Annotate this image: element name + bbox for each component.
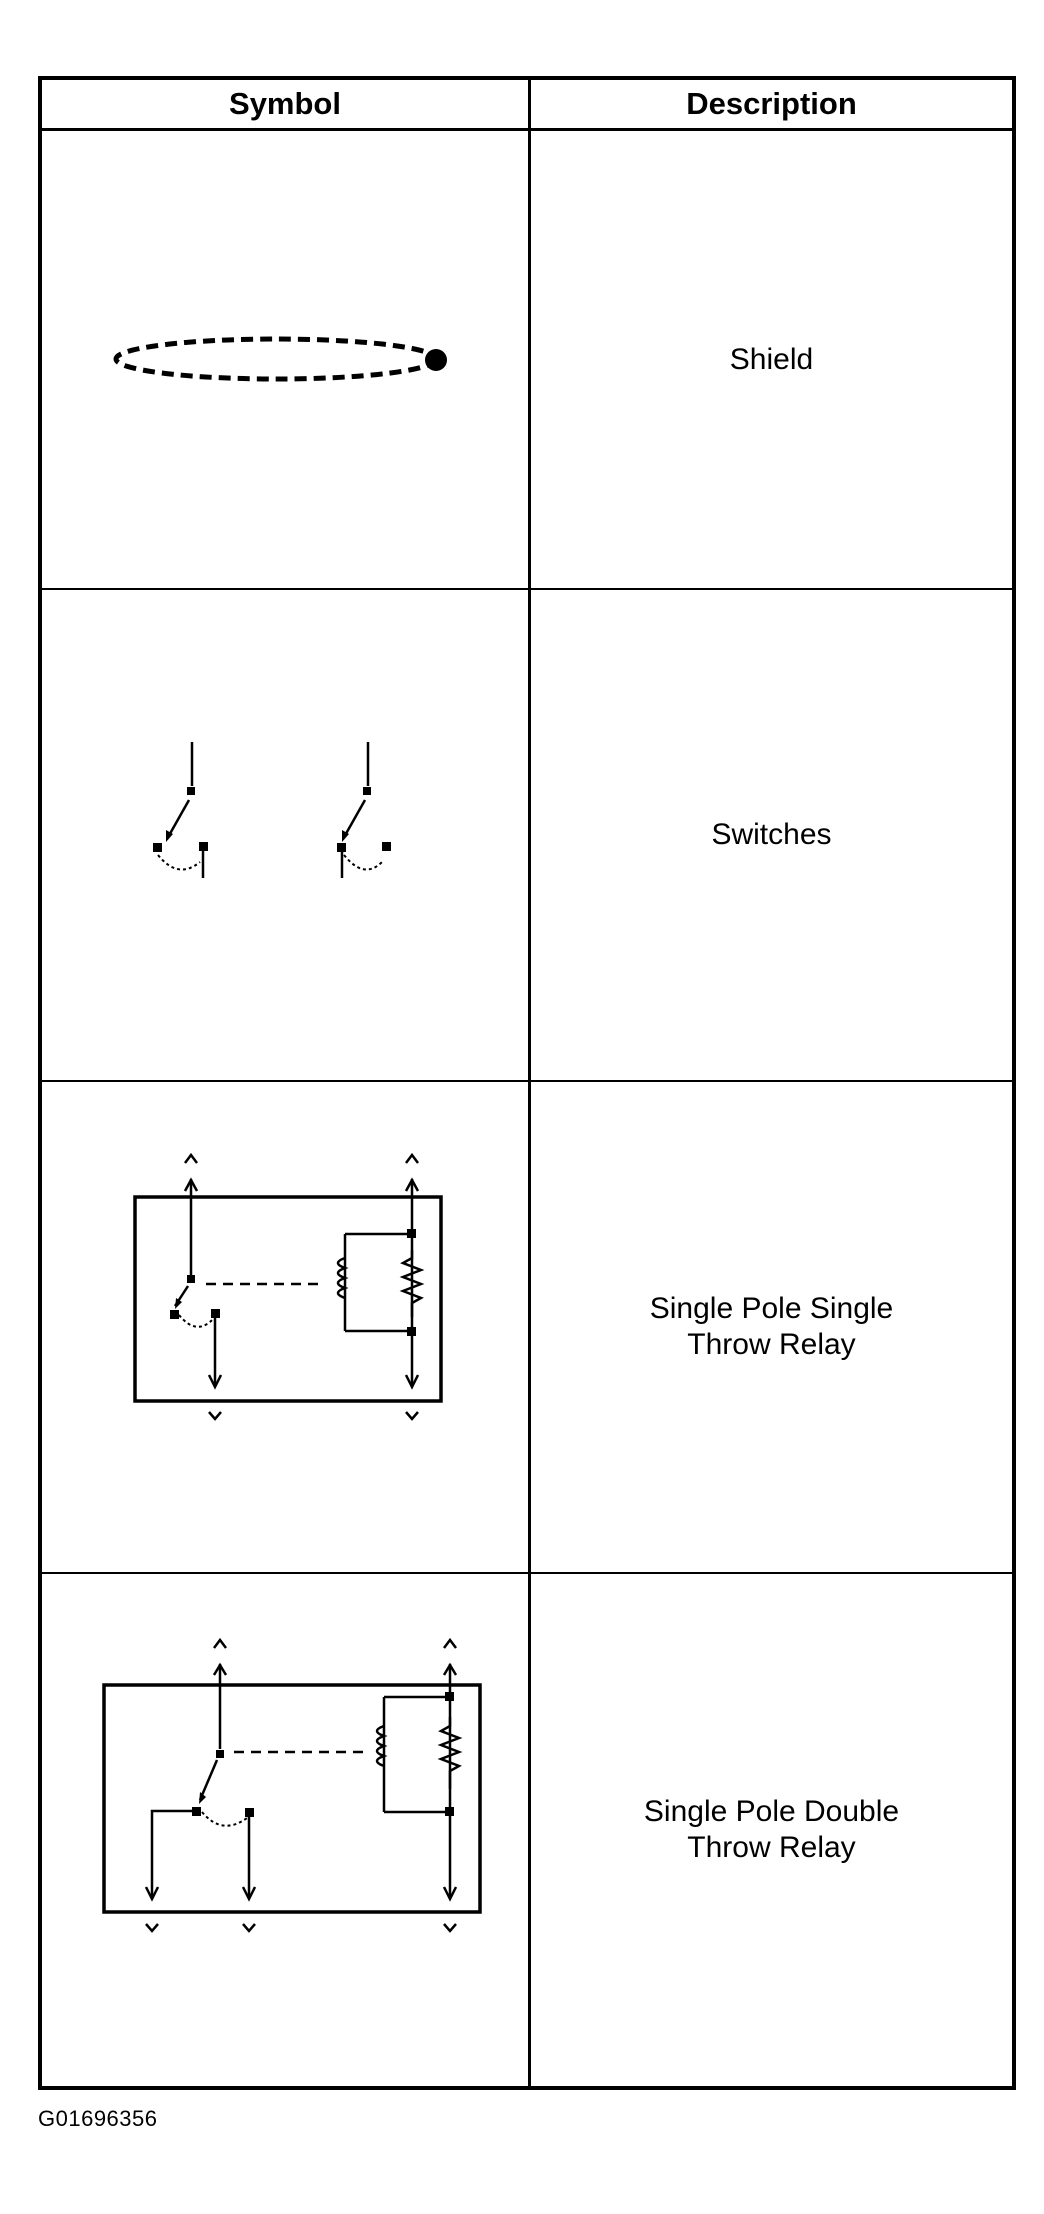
header-divider xyxy=(42,128,1012,131)
header-description: Description xyxy=(686,86,857,121)
table-row-shield-description: Shield xyxy=(531,131,1012,588)
figure-id: G01696356 xyxy=(38,2106,158,2131)
table-row-spdt-relay-symbol xyxy=(42,1574,528,2086)
spst-relay-icon xyxy=(133,1152,443,1421)
table-row-switches-symbol xyxy=(42,590,528,1080)
row-divider xyxy=(42,1572,1012,1574)
header-symbol: Symbol xyxy=(229,86,341,121)
spdt-relay-icon xyxy=(102,1637,482,1933)
description-text: Single Pole Double xyxy=(643,1795,900,1828)
description-text: Shield xyxy=(729,342,814,376)
table-row-switches-description: Switches xyxy=(531,590,1012,1080)
table-row-shield-symbol xyxy=(42,131,528,588)
description-text: Single Pole Single xyxy=(649,1292,894,1325)
row-divider xyxy=(42,1080,1012,1082)
row-divider xyxy=(42,588,1012,590)
description-text: Switches xyxy=(711,818,832,851)
description-text: Throw Relay xyxy=(687,1831,856,1864)
table-row-spst-relay-description: Single Pole Single Throw Relay xyxy=(531,1082,1012,1572)
table-row-spst-relay-symbol xyxy=(42,1082,528,1572)
description-text: Throw Relay xyxy=(687,1328,856,1361)
table-row-spdt-relay-description: Single Pole Double Throw Relay xyxy=(531,1574,1012,2086)
switches-icon xyxy=(153,742,391,878)
shield-icon xyxy=(113,336,447,382)
column-divider xyxy=(528,80,531,2086)
symbol-legend-table: Symbol Description Shield xyxy=(38,76,1016,2090)
